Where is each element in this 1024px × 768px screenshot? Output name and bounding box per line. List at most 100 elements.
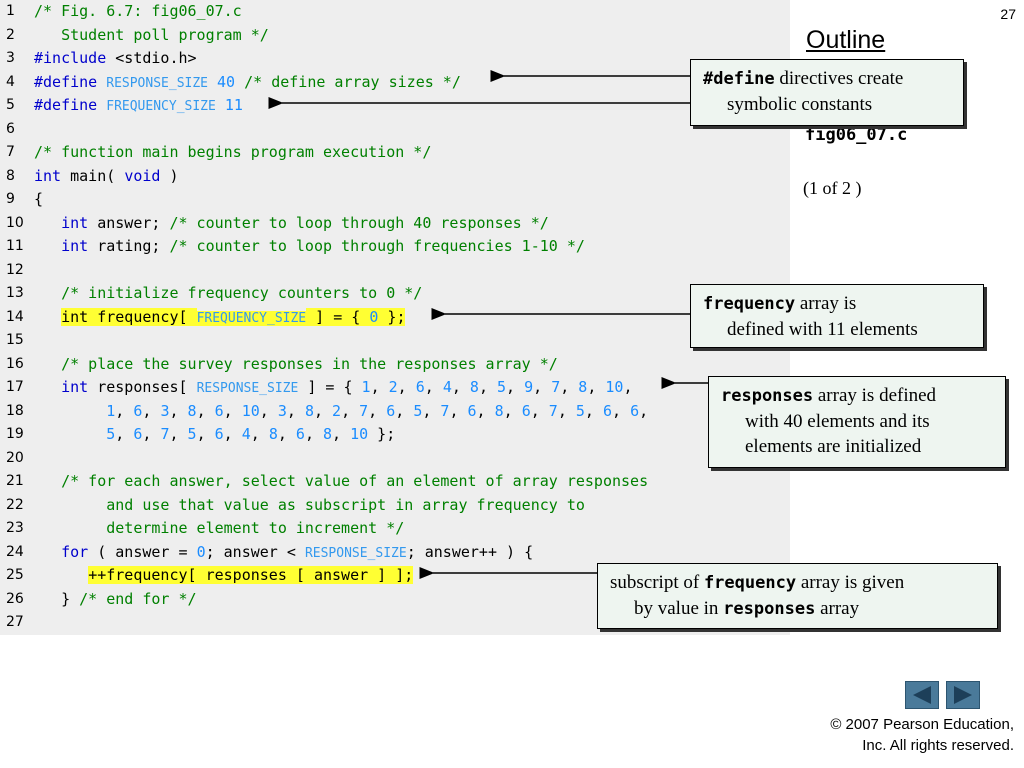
code-token: ,: [623, 378, 633, 396]
code-token: 0: [196, 542, 206, 561]
code-token: #define: [34, 72, 98, 91]
code-token: ; answer <: [205, 542, 305, 561]
callout-define-keyword: #define: [703, 69, 775, 89]
code-token: 6: [214, 401, 224, 420]
code-token: 0: [369, 307, 379, 326]
file-name: fig06_07.c: [805, 125, 908, 145]
code-token: 6: [415, 378, 425, 396]
code-token: 4: [241, 425, 251, 443]
next-slide-button[interactable]: [946, 681, 980, 709]
code-token: 1: [361, 378, 371, 396]
line-number: 11: [6, 238, 24, 254]
triangle-left-icon: [913, 686, 931, 704]
code-token: ,: [587, 378, 606, 396]
callout-subscript-pre2: by value in: [634, 598, 724, 619]
code-token: {: [34, 190, 44, 208]
code-token: 1: [106, 401, 116, 420]
code-token: 8: [469, 378, 479, 396]
code-token: [34, 402, 106, 420]
code-line: 18 1, 6, 3, 8, 6, 10, 3, 8, 2, 7, 6, 5, …: [0, 400, 790, 423]
code-token: ; answer++ ) {: [406, 542, 534, 561]
callout-subscript-text2: array: [815, 598, 860, 619]
callout-frequency-text1: array is: [795, 293, 857, 314]
code-token: ( answer =: [88, 542, 197, 561]
code-token: [34, 214, 61, 232]
code-token: 8: [187, 401, 197, 420]
code-token: ,: [332, 425, 351, 443]
code-line: 27: [0, 611, 790, 634]
code-token: 6: [521, 401, 531, 420]
code-token: ,: [250, 425, 269, 443]
code-text: #define FREQUENCY_SIZE 11: [34, 94, 243, 118]
callout-responses-keyword: responses: [721, 386, 814, 406]
code-line: 23 determine element to increment */: [0, 517, 790, 540]
code-token: ,: [115, 425, 134, 443]
code-token: [34, 566, 88, 584]
code-token: 8: [494, 401, 504, 420]
code-line: 24 for ( answer = 0; answer < RESPONSE_S…: [0, 541, 790, 564]
callout-subscript-keyword2: responses: [723, 599, 816, 619]
code-line: 22 and use that value as subscript in ar…: [0, 494, 790, 517]
code-token: 3: [160, 401, 170, 420]
code-token: }: [34, 589, 80, 608]
line-number: 9: [6, 191, 15, 207]
code-token: [34, 543, 61, 561]
code-text: int responses[ RESPONSE_SIZE ] = { 1, 2,…: [34, 376, 632, 400]
code-token: 8: [268, 425, 278, 443]
code-token: ,: [286, 401, 305, 420]
code-token: RESPONSE_SIZE: [106, 75, 208, 91]
code-token: /* Fig. 6.7: fig06_07.c: [34, 2, 242, 20]
line-number: 13: [6, 285, 24, 301]
line-number: 16: [6, 355, 24, 372]
code-line: 4#define RESPONSE_SIZE 40 /* define arra…: [0, 71, 790, 94]
code-text: /* Fig. 6.7: fig06_07.c: [34, 0, 242, 23]
line-number: 8: [6, 167, 15, 184]
code-text: for ( answer = 0; answer < RESPONSE_SIZE…: [34, 541, 533, 565]
slide-number: 27: [1000, 6, 1016, 22]
line-number: 7: [6, 144, 15, 160]
code-token: 8: [323, 425, 333, 443]
line-number: 23: [6, 520, 24, 536]
code-token: [34, 378, 61, 396]
code-line: 20: [0, 447, 790, 470]
code-text: int answer; /* counter to loop through 4…: [34, 212, 549, 235]
code-line: 13 /* initialize frequency counters to 0…: [0, 282, 790, 305]
code-token: ,: [422, 401, 441, 420]
code-token: ,: [503, 401, 522, 420]
code-token: [97, 96, 106, 114]
line-number: 3: [6, 50, 15, 66]
code-token: int: [61, 213, 89, 232]
line-number: 26: [6, 590, 24, 607]
code-token: <stdio.h>: [106, 49, 197, 67]
page-info: (1 of 2 ): [803, 178, 862, 198]
code-token: ,: [304, 425, 323, 443]
code-token: ++frequency[ responses [ answer ] ];: [88, 566, 414, 584]
code-line: 17 int responses[ RESPONSE_SIZE ] = { 1,…: [0, 376, 790, 399]
code-token: ,: [142, 425, 161, 443]
code-text: int rating; /* counter to loop through f…: [34, 235, 585, 258]
code-token: FREQUENCY_SIZE: [106, 99, 216, 114]
code-line: 15: [0, 329, 790, 352]
code-token: /* define array sizes */: [244, 72, 461, 91]
callout-subscript: subscript of frequency array is given by…: [597, 563, 998, 629]
code-token: FREQUENCY_SIZE: [196, 310, 307, 326]
code-line: 25 ++frequency[ responses [ answer ] ];: [0, 564, 790, 587]
code-line: 12: [0, 259, 790, 282]
code-token: 4: [442, 378, 452, 396]
code-token: #define: [34, 96, 98, 114]
code-token: ,: [476, 401, 495, 420]
code-token: /* counter to loop through 40 responses …: [169, 213, 549, 232]
code-token: 10: [350, 425, 369, 443]
code-token: /* for each answer, select value of an e…: [61, 472, 649, 490]
code-token: int frequency[: [61, 307, 197, 326]
line-number: 2: [6, 26, 15, 43]
code-token: 8: [304, 401, 314, 420]
code-token: ,: [368, 401, 387, 420]
code-token: /* function main begins program executio…: [34, 143, 432, 161]
code-token: ,: [169, 425, 188, 443]
code-token: 8: [578, 378, 588, 396]
code-token: ,: [395, 401, 414, 420]
code-token: 5: [106, 425, 116, 443]
code-token: 6: [214, 425, 224, 443]
prev-slide-button[interactable]: [905, 681, 939, 709]
